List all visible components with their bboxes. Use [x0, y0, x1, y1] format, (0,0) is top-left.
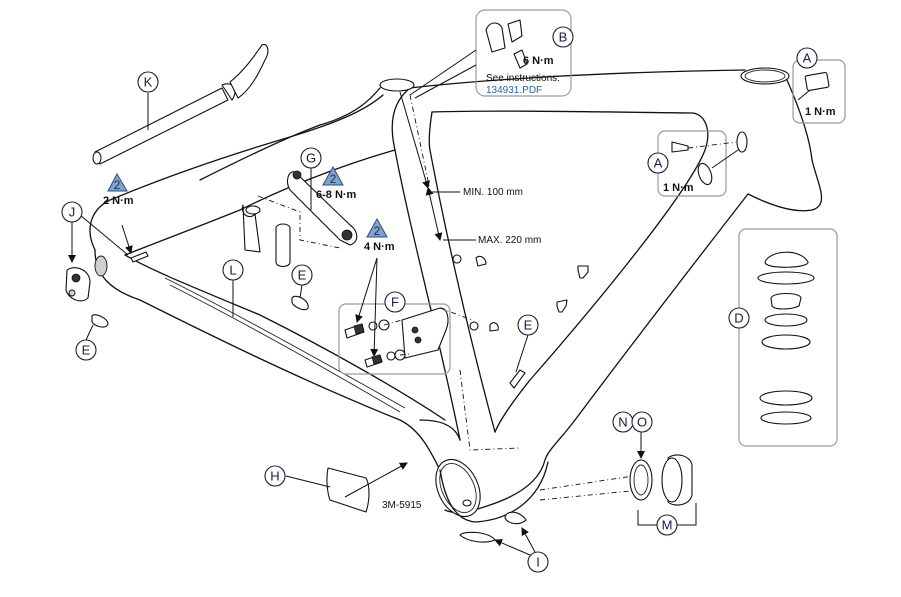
frame-bolts [452, 254, 589, 332]
svg-text:H: H [270, 469, 279, 484]
svg-text:2: 2 [114, 178, 121, 192]
seatpost [92, 43, 269, 165]
svg-text:2: 2 [374, 224, 381, 238]
seatpost-clamp [241, 170, 358, 268]
derailleur-hanger [65, 251, 149, 302]
callout-e-mid[interactable]: E [291, 264, 313, 286]
svg-text:I: I [536, 555, 540, 570]
callout-g[interactable]: G [300, 147, 322, 169]
cable-stops [91, 295, 526, 389]
svg-text:A: A [803, 51, 812, 66]
warning-icon-j-bolt: 2 [107, 172, 128, 192]
cable-guides [459, 511, 527, 543]
svg-text:E: E [82, 343, 91, 358]
warning-icon-f-bolts: 2 [366, 217, 388, 238]
max-insertion-label: MAX. 220 mm [478, 235, 541, 246]
svg-text:J: J [69, 205, 76, 220]
see-instructions-label: See instructions: [486, 73, 560, 84]
svg-text:E: E [524, 318, 533, 333]
cover-plate-parts-mid [657, 130, 748, 197]
svg-text:D: D [734, 311, 743, 326]
svg-text:L: L [229, 263, 236, 278]
torque-a-mid: 1 N·m [663, 182, 694, 194]
callout-k[interactable]: K [137, 71, 159, 93]
leader-lines [68, 93, 536, 556]
callout-f[interactable]: F [384, 291, 406, 313]
cover-plate-parts-top [792, 59, 846, 124]
callout-j[interactable]: J [61, 201, 83, 223]
callout-d[interactable]: D [728, 307, 750, 329]
svg-text:G: G [306, 151, 316, 166]
disc-brake-mount [344, 307, 473, 368]
callout-e-right[interactable]: E [517, 314, 539, 336]
svg-text:O: O [637, 415, 647, 430]
callout-h[interactable]: H [264, 465, 286, 487]
callout-m[interactable]: M [656, 514, 678, 536]
torque-g-clamp: 6-8 N·m [316, 189, 357, 201]
instructions-pdf-link[interactable]: 134931.PDF [486, 85, 542, 96]
svg-text:N: N [618, 415, 627, 430]
torque-b: 6 N·m [523, 55, 554, 67]
callout-e-left[interactable]: E [75, 339, 97, 361]
svg-text:A: A [654, 156, 663, 171]
svg-text:F: F [391, 295, 399, 310]
torque-f-bolts: 4 N·m [364, 241, 395, 253]
headset-parts [738, 228, 838, 447]
torque-j-bolt: 2 N·m [103, 195, 134, 207]
tape-protector [326, 462, 408, 513]
tape-part-number: 3M-5915 [382, 500, 422, 511]
torque-a-top: 1 N·m [805, 106, 836, 118]
frame [89, 67, 823, 523]
svg-text:K: K [144, 75, 153, 90]
cable-port-parts [409, 9, 572, 99]
warning-icon-g-clamp: 2 [322, 165, 344, 186]
callout-a-mid[interactable]: A [647, 152, 669, 174]
bottom-bracket-bearings [629, 432, 697, 526]
svg-text:B: B [559, 30, 568, 45]
min-insertion-label: MIN. 100 mm [463, 187, 523, 198]
callout-a-top[interactable]: A [796, 47, 818, 69]
callout-i[interactable]: I [527, 551, 549, 573]
svg-text:E: E [298, 268, 307, 283]
callout-o[interactable]: O [631, 411, 653, 433]
callout-l[interactable]: L [222, 259, 244, 281]
svg-text:2: 2 [330, 172, 337, 186]
svg-text:M: M [662, 518, 673, 533]
callout-b[interactable]: B [552, 26, 574, 48]
callout-n[interactable]: N [612, 411, 634, 433]
